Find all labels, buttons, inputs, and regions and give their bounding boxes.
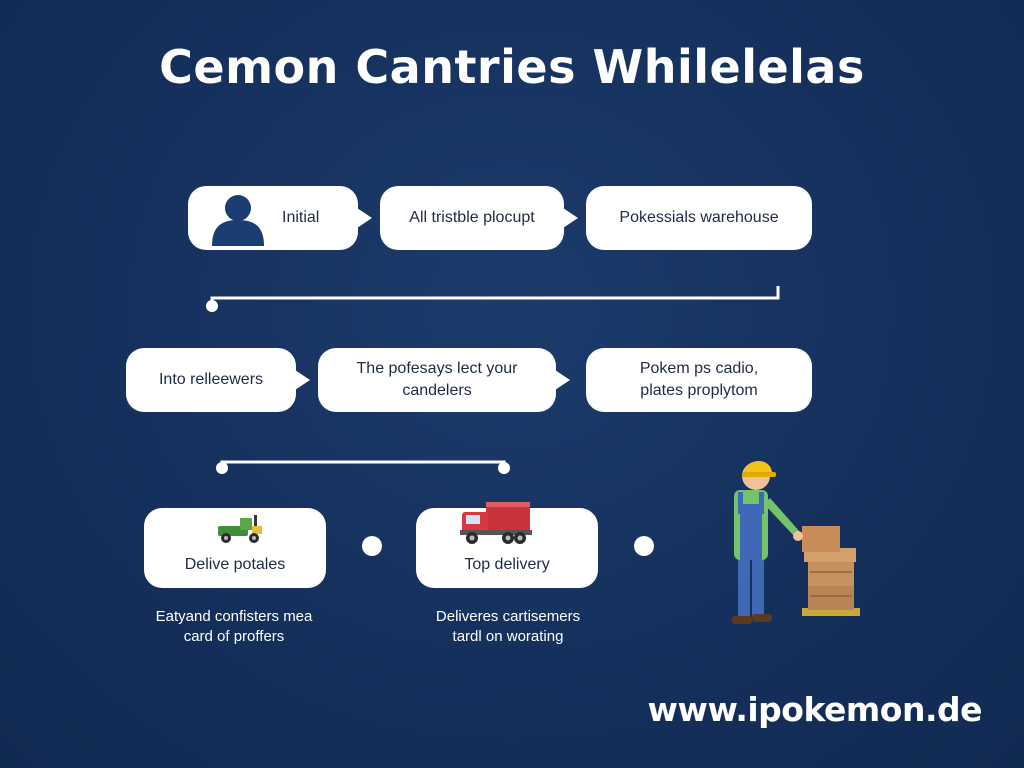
step-radio: Pokem ps cadio, plates proplytom [586, 348, 812, 412]
step-delive: Delive potales [144, 508, 326, 588]
step-reviewers: Into relleewers [126, 348, 310, 412]
separator-dot [362, 536, 382, 556]
speech-tail [357, 208, 372, 228]
step-top-delivery-label: Top delivery [464, 556, 550, 573]
caption-right-line1: Deliveres cartisemers [435, 608, 581, 625]
step-warehouse-label: Pokessials warehouse [619, 209, 779, 226]
step-select: The pofesays lect your candelers [318, 348, 570, 412]
caption-left-line2: card of proffers [183, 628, 285, 645]
step-top-delivery: Top delivery [416, 502, 598, 588]
speech-tail [563, 208, 578, 228]
truck-icon [458, 500, 534, 553]
step-pickup: All tristble plocupt [380, 186, 578, 250]
step-initial: Initial [188, 186, 372, 250]
connector-row2-row3 [216, 460, 510, 474]
step-reviewers-label: Into relleewers [158, 371, 264, 388]
speech-tail [295, 370, 310, 390]
step-delive-label: Delive potales [184, 556, 286, 573]
step-select-line1: The pofesays lect your [356, 360, 518, 377]
step-warehouse: Pokessials warehouse [586, 186, 812, 250]
separator-dot [634, 536, 654, 556]
website-url: www.ipokemon.de [647, 690, 982, 729]
caption-left: Eatyand confisters mea card of proffers [134, 607, 334, 647]
user-icon [208, 190, 268, 246]
step-select-line2: candelers [402, 382, 472, 399]
caption-left-line1: Eatyand confisters mea [155, 608, 313, 625]
tractor-icon [216, 514, 264, 551]
step-initial-label: Initial [282, 209, 320, 226]
caption-right: Deliveres cartisemers tardl on worating [408, 607, 608, 647]
step-radio-line1: Pokem ps cadio, [639, 360, 759, 377]
speech-tail [555, 370, 570, 390]
connector-row1-row2 [206, 286, 780, 312]
warehouse-worker-illustration [732, 460, 860, 624]
page-title: Cemon Cantries Whilelelas [159, 40, 865, 94]
step-pickup-label: All tristble plocupt [409, 209, 535, 226]
caption-right-line2: tardl on worating [452, 628, 564, 645]
step-radio-line2: plates proplytom [640, 382, 758, 399]
